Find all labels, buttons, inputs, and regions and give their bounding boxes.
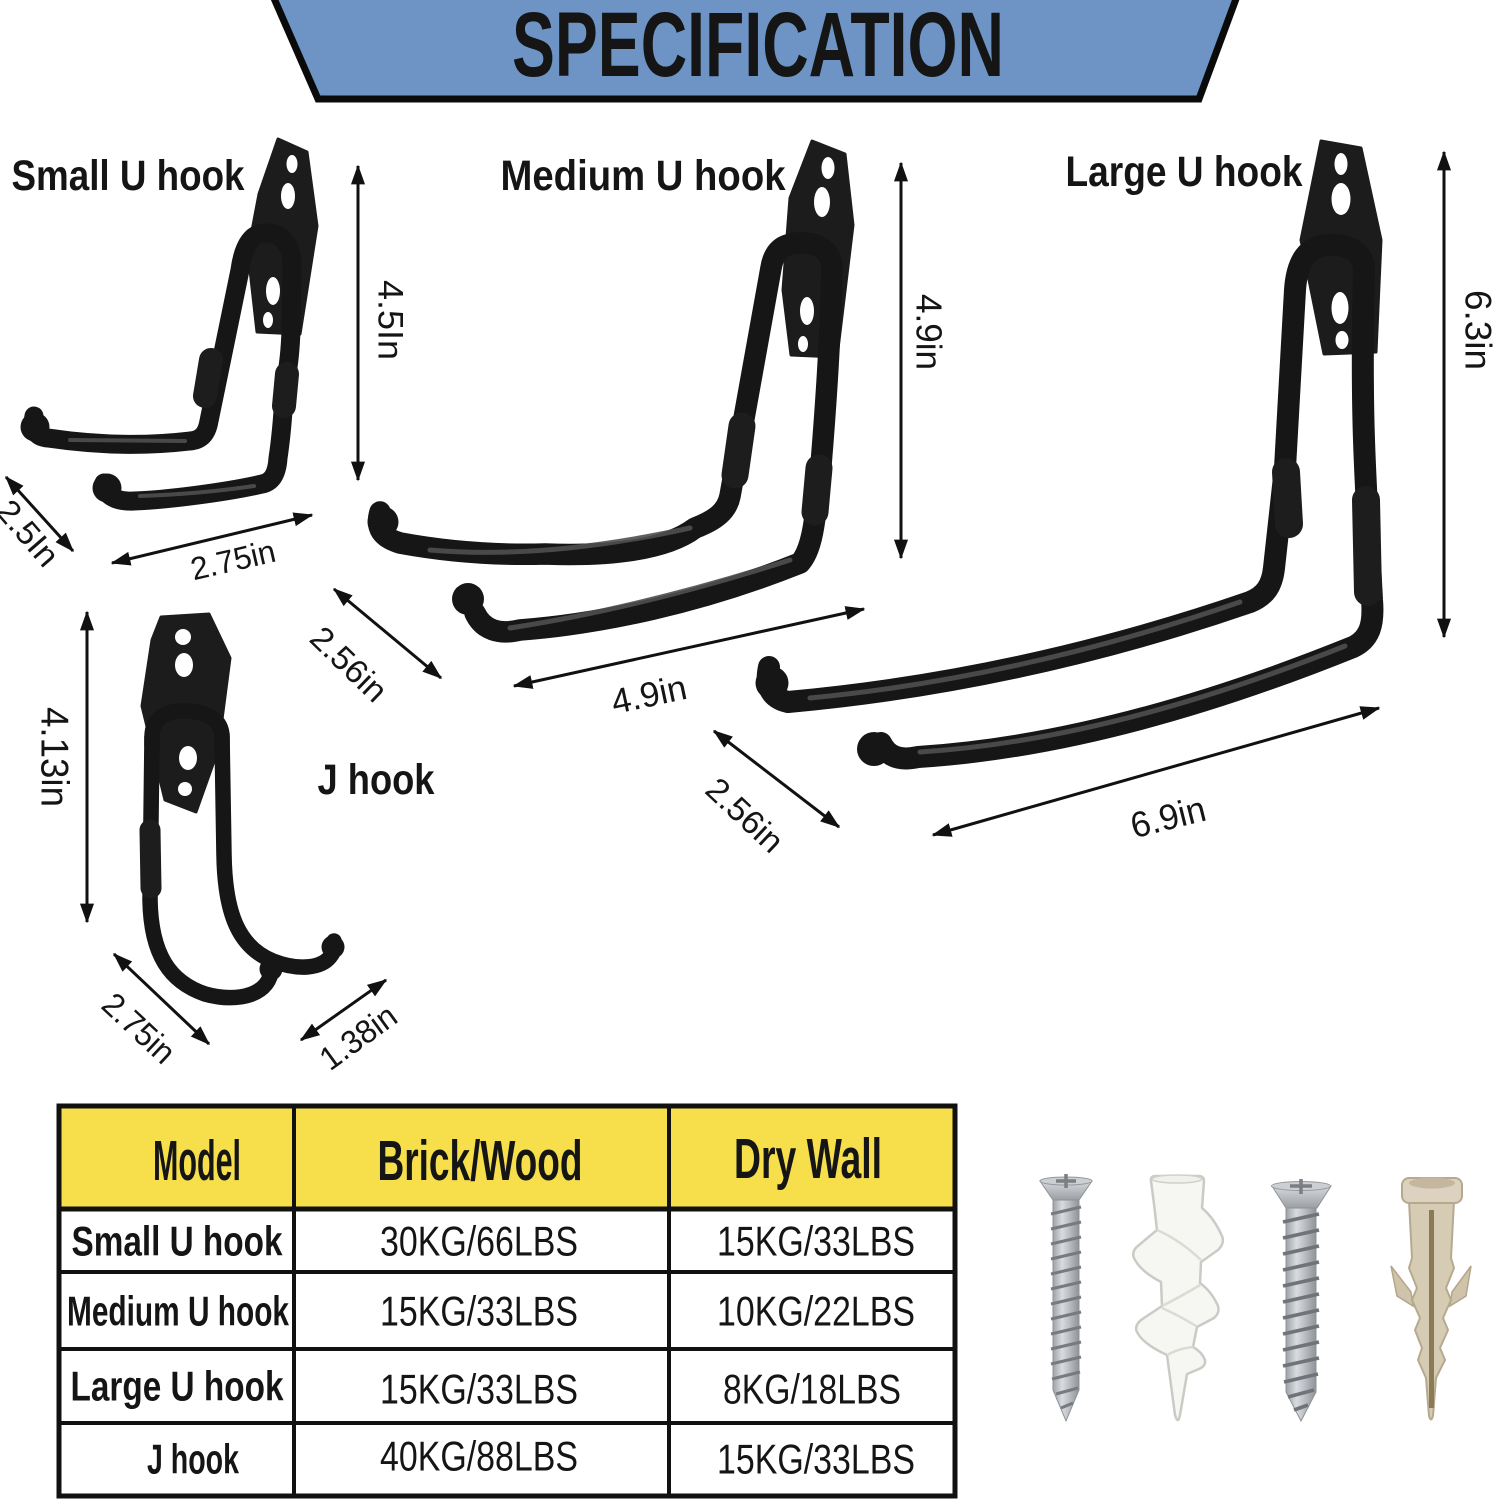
- svg-text:6.3in: 6.3in: [1458, 290, 1495, 370]
- svg-text:30KG/66LBS: 30KG/66LBS: [380, 1218, 578, 1265]
- svg-text:10KG/22LBS: 10KG/22LBS: [717, 1288, 915, 1335]
- svg-text:J hook: J hook: [318, 756, 435, 804]
- svg-text:4.13in: 4.13in: [33, 707, 76, 807]
- svg-text:J hook: J hook: [147, 1436, 239, 1483]
- svg-text:2.56in: 2.56in: [699, 770, 792, 860]
- svg-text:15KG/33LBS: 15KG/33LBS: [717, 1436, 915, 1483]
- svg-text:40KG/88LBS: 40KG/88LBS: [380, 1433, 578, 1480]
- svg-text:Large U hook: Large U hook: [1066, 148, 1303, 196]
- svg-text:Medium U hook: Medium U hook: [501, 152, 786, 200]
- svg-text:SPECIFICATION: SPECIFICATION: [512, 0, 1004, 96]
- svg-text:8KG/18LBS: 8KG/18LBS: [723, 1366, 901, 1413]
- svg-text:Model: Model: [153, 1129, 241, 1193]
- svg-text:2.75in: 2.75in: [95, 985, 183, 1071]
- svg-text:4.5In: 4.5In: [371, 280, 410, 360]
- svg-text:15KG/33LBS: 15KG/33LBS: [380, 1366, 578, 1413]
- svg-text:4.9in: 4.9in: [909, 294, 950, 370]
- svg-text:15KG/33LBS: 15KG/33LBS: [717, 1218, 915, 1265]
- svg-text:2.56in: 2.56in: [303, 619, 395, 710]
- svg-text:6.9in: 6.9in: [1126, 788, 1210, 846]
- svg-text:1.38in: 1.38in: [312, 997, 403, 1077]
- svg-text:15KG/33LBS: 15KG/33LBS: [380, 1288, 578, 1335]
- svg-text:Dry Wall: Dry Wall: [734, 1127, 882, 1191]
- svg-text:Small U hook: Small U hook: [12, 152, 245, 200]
- svg-text:Large U hook: Large U hook: [71, 1363, 285, 1410]
- svg-text:Brick/Wood: Brick/Wood: [378, 1129, 583, 1193]
- svg-text:Small U hook: Small U hook: [72, 1218, 283, 1265]
- svg-text:Medium U hook: Medium U hook: [67, 1288, 289, 1335]
- svg-text:4.9in: 4.9in: [608, 668, 690, 722]
